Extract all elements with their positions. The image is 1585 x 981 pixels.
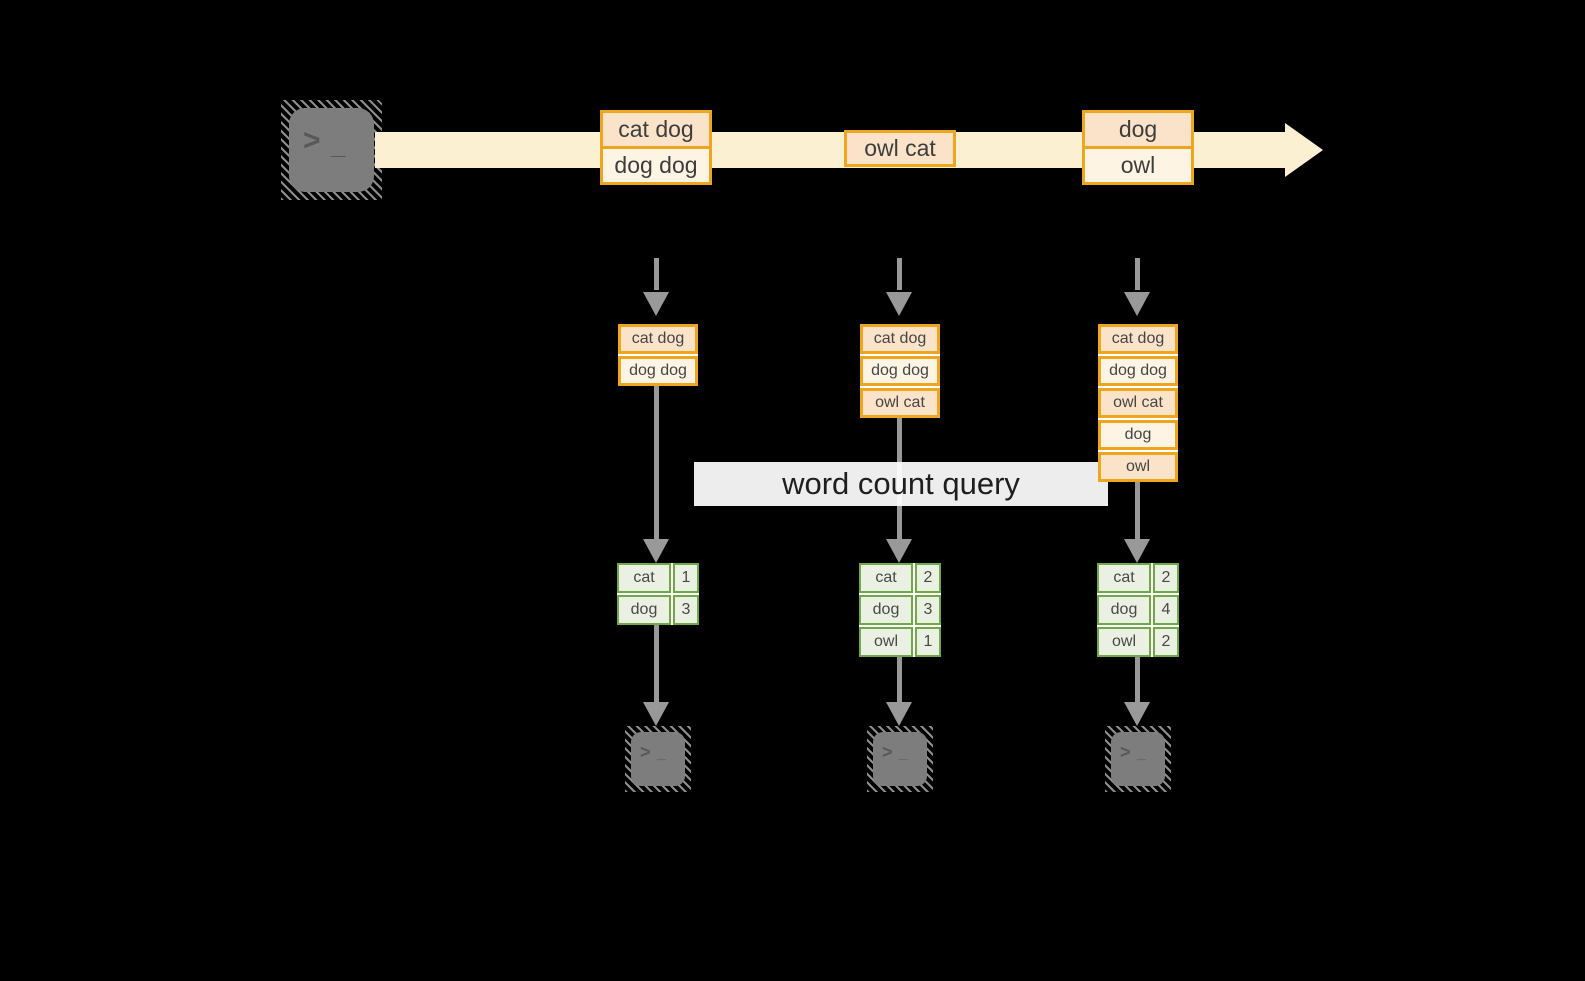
stack-cell: owl cat [860,388,940,418]
table-row: owl 1 [859,627,941,657]
stack-cell: cat dog [618,324,698,354]
word-cell: dog [859,595,913,625]
flow-arrowhead-icon [1124,539,1150,563]
terminal-icon: > _ [873,732,927,786]
stack-cell: cat dog [860,324,940,354]
table-row: cat 2 [859,563,941,593]
count-cell: 3 [673,595,699,625]
count-cell: 2 [1153,563,1179,593]
count-cell: 2 [915,563,941,593]
terminal-prompt-underscore-icon: _ [1137,745,1146,762]
flow-arrowhead-icon [643,539,669,563]
flow-arrow-shaft [1135,657,1140,702]
dashed-arrow-shaft [654,258,659,290]
word-cell: dog [617,595,671,625]
dashed-arrowhead-icon [886,292,912,316]
record-stack-3: cat dog dog dog owl cat dog owl [1098,324,1178,482]
stream-event-box-1: cat dog dog dog [600,110,712,185]
flow-arrow-shaft [654,625,659,702]
stream-arrowhead-icon [1285,123,1323,177]
event-cell: dog [1085,113,1191,146]
table-row: owl 2 [1097,627,1179,657]
word-cell: dog [1097,595,1151,625]
dashed-arrowhead-icon [1124,292,1150,316]
word-cell: owl [859,627,913,657]
word-cell: cat [1097,563,1151,593]
word-cell: cat [617,563,671,593]
record-stack-1: cat dog dog dog [618,324,698,386]
stack-cell: dog dog [618,356,698,386]
terminal-prompt-underscore-icon: _ [899,745,908,762]
terminal-prompt-chevron-icon: > [1120,742,1131,762]
stack-cell: dog dog [860,356,940,386]
table-row: dog 4 [1097,595,1179,625]
word-count-query-label: word count query [694,462,1108,506]
event-cell: cat dog [603,113,709,146]
flow-arrow-shaft [1135,482,1140,539]
count-table-3: cat 2 dog 4 owl 2 [1097,563,1179,657]
event-cell: owl [1085,146,1191,182]
stack-cell: owl cat [1098,388,1178,418]
event-cell: owl cat [847,133,953,164]
flow-arrowhead-icon [1124,702,1150,726]
stack-cell: cat dog [1098,324,1178,354]
count-cell: 1 [915,627,941,657]
dashed-arrowhead-icon [643,292,669,316]
terminal-prompt-underscore-icon: _ [657,745,666,762]
count-cell: 3 [915,595,941,625]
flow-arrow-shaft [654,386,659,539]
terminal-icon: > _ [631,732,685,786]
word-cell: cat [859,563,913,593]
stream-event-box-2: owl cat [844,130,956,167]
terminal-icon: > _ [1111,732,1165,786]
count-cell: 1 [673,563,699,593]
record-stack-2: cat dog dog dog owl cat [860,324,940,418]
terminal-prompt-chevron-icon: > [303,124,321,157]
table-row: dog 3 [617,595,699,625]
count-cell: 2 [1153,627,1179,657]
flow-arrowhead-icon [886,539,912,563]
count-table-1: cat 1 dog 3 [617,563,699,625]
table-row: cat 2 [1097,563,1179,593]
dashed-arrow-shaft [1135,258,1140,290]
stack-cell: owl [1098,452,1178,482]
event-cell: dog dog [603,146,709,182]
terminal-prompt-chevron-icon: > [640,742,651,762]
word-cell: owl [1097,627,1151,657]
count-table-2: cat 2 dog 3 owl 1 [859,563,941,657]
terminal-prompt-underscore-icon: _ [331,130,346,160]
stack-cell: dog [1098,420,1178,450]
table-row: cat 1 [617,563,699,593]
dashed-arrow-shaft [897,258,902,290]
terminal-icon: > _ [289,108,374,192]
stack-cell: dog dog [1098,356,1178,386]
flow-arrow-shaft [897,657,902,702]
table-row: dog 3 [859,595,941,625]
count-cell: 4 [1153,595,1179,625]
flow-arrowhead-icon [886,702,912,726]
stream-event-box-3: dog owl [1082,110,1194,185]
flow-arrowhead-icon [643,702,669,726]
terminal-prompt-chevron-icon: > [882,742,893,762]
